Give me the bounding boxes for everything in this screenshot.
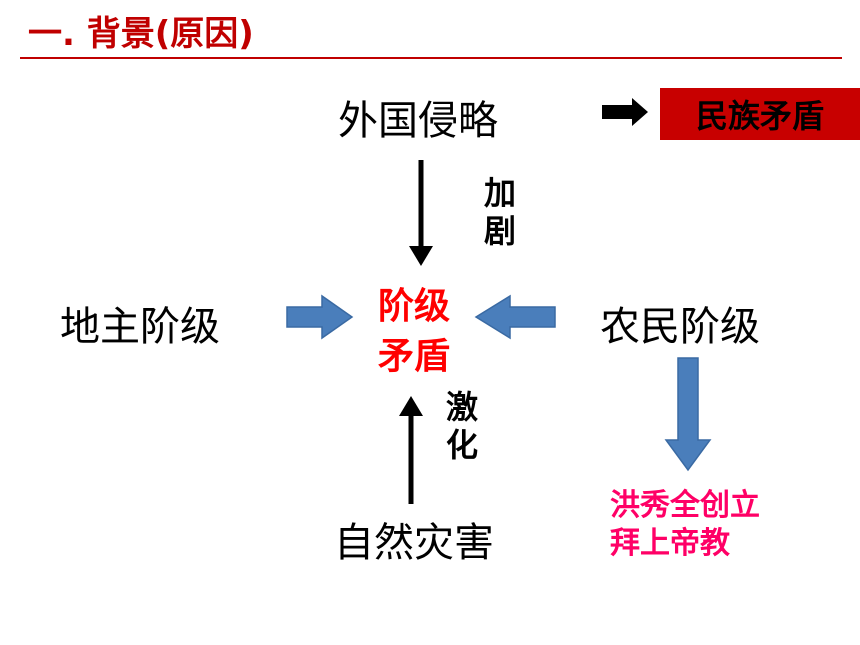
node-landlord-class: 地主阶级 bbox=[60, 304, 220, 350]
edge-label-stimulate-char1: 激 bbox=[445, 388, 478, 426]
arrow-peasant-to-center bbox=[474, 294, 556, 340]
node-peasant-class: 农民阶级 bbox=[600, 304, 760, 350]
edge-label-intensify-char2: 剧 bbox=[483, 212, 516, 250]
arrow-disaster-to-center bbox=[399, 396, 423, 504]
arrow-to-national-conflict bbox=[602, 98, 648, 126]
node-foreign-invasion: 外国侵略 bbox=[338, 98, 498, 144]
edge-label-stimulate: 激 化 bbox=[442, 388, 482, 464]
node-class-conflict-line2: 矛盾 bbox=[377, 336, 450, 377]
edge-label-intensify: 加 剧 bbox=[480, 174, 520, 250]
node-class-conflict: 阶级 矛盾 bbox=[360, 282, 468, 382]
node-hong-xiuquan: 洪秀全创立 拜上帝教 bbox=[610, 487, 760, 563]
page-title: 一. 背景(原因) bbox=[28, 14, 254, 54]
node-hong-line1: 洪秀全创立 bbox=[610, 488, 760, 523]
node-class-conflict-line1: 阶级 bbox=[377, 286, 450, 327]
arrow-landlord-to-center bbox=[286, 294, 354, 340]
node-hong-line2: 拜上帝教 bbox=[610, 526, 730, 561]
arrow-peasant-to-hong bbox=[664, 357, 712, 472]
node-national-conflict: 民族矛盾 bbox=[660, 88, 860, 140]
arrow-foreign-to-center bbox=[409, 160, 433, 266]
node-natural-disaster: 自然灾害 bbox=[334, 520, 494, 566]
edge-label-intensify-char1: 加 bbox=[483, 174, 516, 212]
edge-label-stimulate-char2: 化 bbox=[445, 426, 478, 464]
title-divider bbox=[20, 57, 842, 59]
